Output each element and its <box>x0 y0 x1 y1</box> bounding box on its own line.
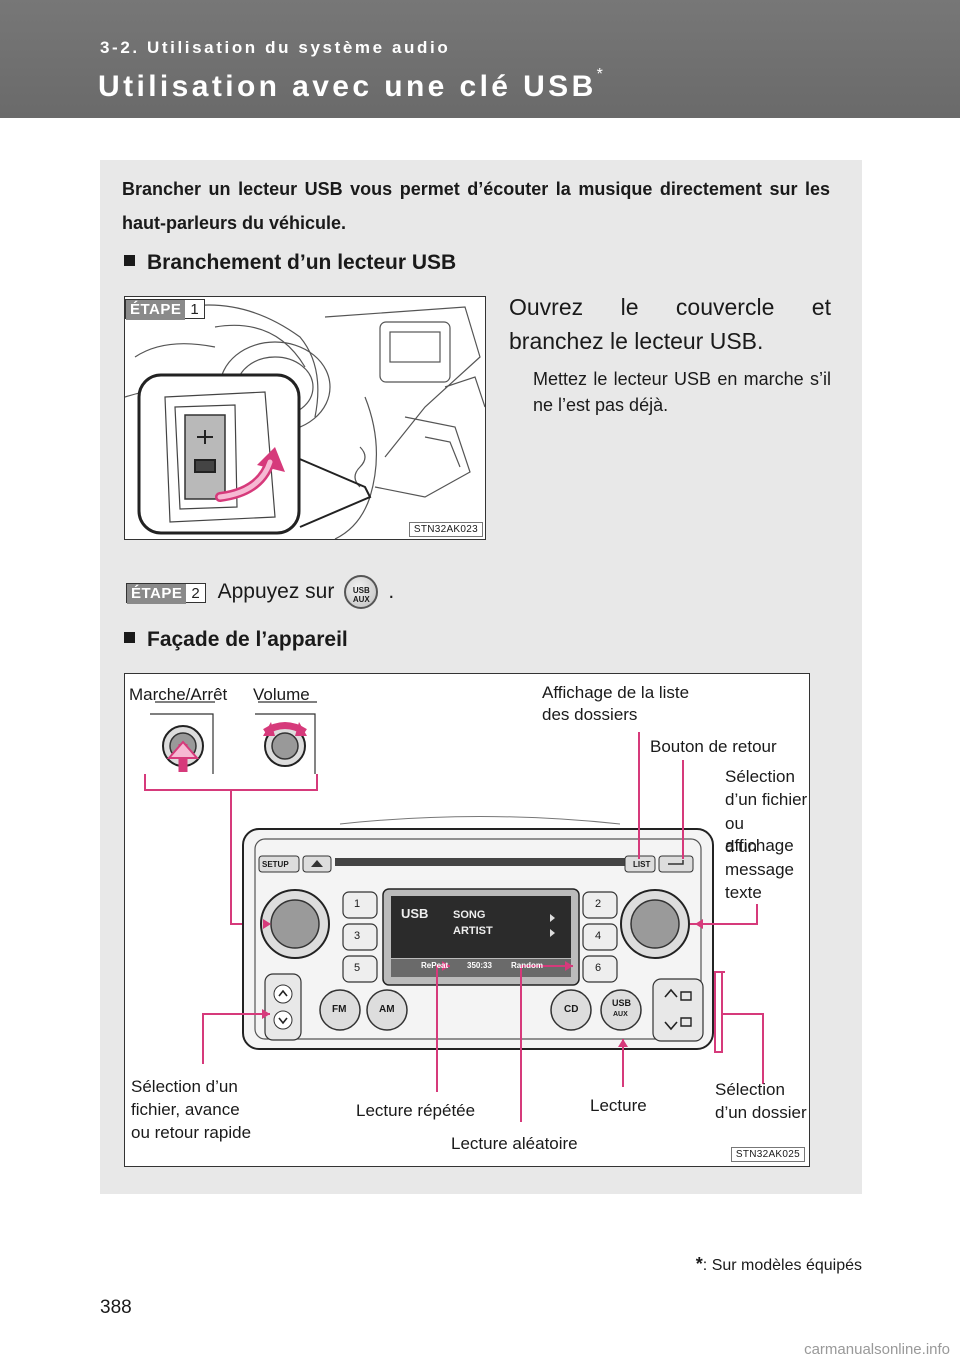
display-random: Random <box>511 961 543 970</box>
step-badge-number: 2 <box>191 585 200 602</box>
page-title-text: Utilisation avec une clé USB <box>98 70 597 103</box>
audio-unit-illustration: SETUP LIST 1 3 5 2 4 6 USB SONG ARTIST R… <box>124 673 810 1167</box>
page-number: 388 <box>100 1297 132 1318</box>
label-file-select-5: message <box>725 860 794 879</box>
footnote: *: Sur modèles équipés <box>696 1254 862 1275</box>
display-repeat: RePeat <box>421 961 449 970</box>
intro-paragraph: Brancher un lecteur USB vous permet d’éc… <box>122 179 830 233</box>
label-back-button: Bouton de retour <box>650 737 777 756</box>
label-file-select-3: ou affichage <box>725 814 794 855</box>
label-seek-3: ou retour rapide <box>131 1123 252 1142</box>
preset-4-label: 4 <box>595 930 602 942</box>
label-seek-2: fichier, avance <box>131 1100 240 1119</box>
label-file-select-1: Sélection <box>725 767 795 786</box>
step-2-end: . <box>388 580 395 603</box>
display-song: SONG <box>453 909 486 921</box>
label-folder-2: d’un dossier <box>715 1103 807 1122</box>
display-time: 350:33 <box>467 961 492 970</box>
section-title: 3-2. Utilisation du système audio <box>100 38 451 57</box>
usb-button-line1: USB <box>352 586 370 596</box>
label-folder-1: Sélection <box>715 1080 785 1099</box>
bullet-square <box>124 255 135 266</box>
audio-unit-drawing <box>144 701 764 1122</box>
heading-front-panel-text: Façade de l’appareil <box>147 628 348 651</box>
aux-button-label: AUX <box>613 1011 628 1018</box>
preset-1-label: 1 <box>354 898 361 910</box>
step-1-note: Mettez le lecteur USB en marche s’il ne … <box>533 369 831 415</box>
label-file-select-4: d’un <box>725 837 758 856</box>
fm-button-label: FM <box>332 1004 347 1015</box>
label-seek-1: Sélection d’un <box>131 1077 238 1096</box>
preset-5-label: 5 <box>354 962 361 974</box>
figure-2-code: STN32AK025 <box>730 1147 805 1162</box>
label-folder-list-2: des dossiers <box>542 705 638 724</box>
label-power: Marche/Arrêt <box>129 685 228 704</box>
display-artist: ARTIST <box>453 925 493 937</box>
cd-button-label: CD <box>564 1004 579 1015</box>
heading-usb-connection: Branchement d’un lecteur USB <box>124 251 456 275</box>
step-badge-label: ÉTAPE <box>126 300 186 320</box>
title-asterisk: * <box>596 66 603 83</box>
am-button-label: AM <box>379 1004 395 1015</box>
heading-usb-connection-text: Branchement d’un lecteur USB <box>147 251 457 274</box>
preset-3-label: 3 <box>354 930 361 942</box>
step-1-text: Ouvrez le couvercle et branchez le lecte… <box>509 294 831 354</box>
usb-button-label: USB <box>612 998 632 1008</box>
heading-front-panel: Façade de l’appareil <box>124 628 348 652</box>
label-folder-list-1: Affichage de la liste <box>542 683 690 702</box>
list-button-label: LIST <box>633 860 651 869</box>
step-badge-number: 1 <box>190 301 199 318</box>
step-2-text: Appuyez sur <box>217 580 335 603</box>
label-file-select-6: texte <box>725 883 762 902</box>
step-badge-label: ÉTAPE <box>127 584 187 604</box>
watermark: carmanualsonline.info <box>804 1341 950 1358</box>
setup-button-label: SETUP <box>262 860 289 869</box>
preset-6-label: 6 <box>595 962 602 974</box>
page-header: 3-2. Utilisation du système audio Utilis… <box>0 0 960 118</box>
footnote-text: : Sur modèles équipés <box>702 1257 862 1274</box>
footnote-asterisk: * <box>695 1254 703 1274</box>
page-title: Utilisation avec une clé USB* <box>98 66 603 104</box>
label-volume: Volume <box>253 685 310 704</box>
dashboard-drawing <box>125 304 485 539</box>
label-random: Lecture aléatoire <box>451 1134 578 1153</box>
bullet-square <box>124 632 135 643</box>
label-file-select-2: d’un fichier <box>725 790 808 809</box>
preset-2-label: 2 <box>595 898 602 910</box>
display-source: USB <box>401 906 429 921</box>
figure-1-code: STN32AK023 <box>408 522 483 537</box>
usb-button-line2: AUX <box>352 595 370 605</box>
label-repeat: Lecture répétée <box>356 1101 476 1120</box>
label-play: Lecture <box>590 1096 647 1115</box>
